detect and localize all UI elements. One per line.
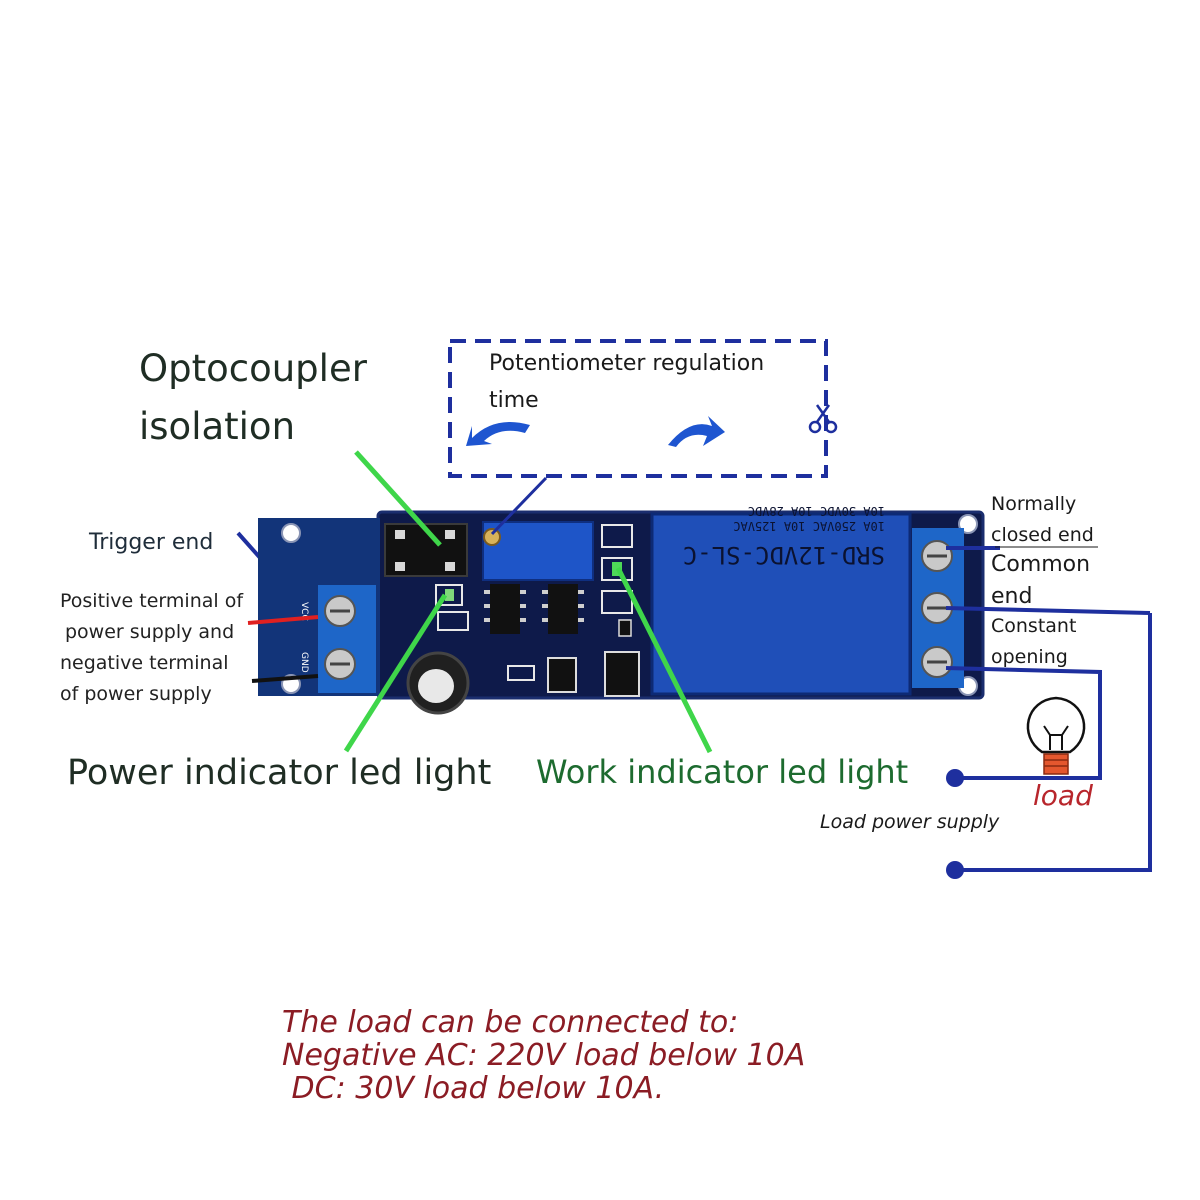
potentiometer-screw-icon	[483, 528, 501, 546]
work-led-pad	[601, 557, 633, 581]
load-note: The load can be connected to:Negative AC…	[282, 1005, 806, 1106]
relay-model-text: SRD-12VDC-SL-C	[683, 541, 885, 569]
optocoupler-pointer	[354, 450, 442, 547]
light-bulb-icon	[1026, 696, 1086, 775]
transistor	[547, 657, 577, 693]
relay-board: VCC GND	[247, 504, 985, 715]
capacitor-top	[418, 669, 454, 703]
work-indicator-label: Work indicator led light	[536, 753, 909, 791]
potentiometer-pointer	[490, 476, 548, 536]
load-wiring	[945, 546, 1152, 872]
load-power-supply-label: Load power supply	[820, 811, 1000, 833]
work-led-pointer	[615, 566, 713, 754]
terminal-dot	[946, 861, 964, 879]
relay	[650, 512, 912, 696]
relay-rating-text: 10A 30VDC 10A 28VDC	[748, 504, 885, 518]
ic-chip	[490, 584, 520, 634]
potentiometer	[482, 521, 594, 581]
gnd-silkscreen: GND	[299, 652, 309, 673]
negative-wire	[251, 674, 319, 683]
vcc-silkscreen: VCC	[299, 602, 309, 621]
diode	[604, 651, 640, 697]
load-label: load	[1033, 779, 1093, 812]
power-led-pointer	[343, 593, 448, 753]
power-terminal-label: Positive terminal of power supply and ne…	[60, 590, 244, 705]
relay-rating-text: 10A 250VAC 10A 125VAC	[733, 519, 885, 533]
power-led-pad	[435, 584, 463, 606]
left-curved-arrow-icon	[466, 421, 530, 446]
scissors-icon	[808, 404, 838, 434]
right-curved-arrow-icon	[668, 416, 725, 447]
relay-marking: SRD-12VDC-SL-C 10A 250VAC 10A 125VAC 10A…	[683, 504, 885, 569]
potentiometer-dashed-box	[448, 339, 828, 478]
positive-wire	[247, 615, 319, 625]
power-indicator-label: Power indicator led light	[67, 753, 492, 793]
mount-hole-icon	[281, 523, 301, 543]
terminal-dot	[946, 769, 964, 787]
ic-chip	[548, 584, 578, 634]
trigger-end-label: Trigger end	[89, 530, 214, 555]
